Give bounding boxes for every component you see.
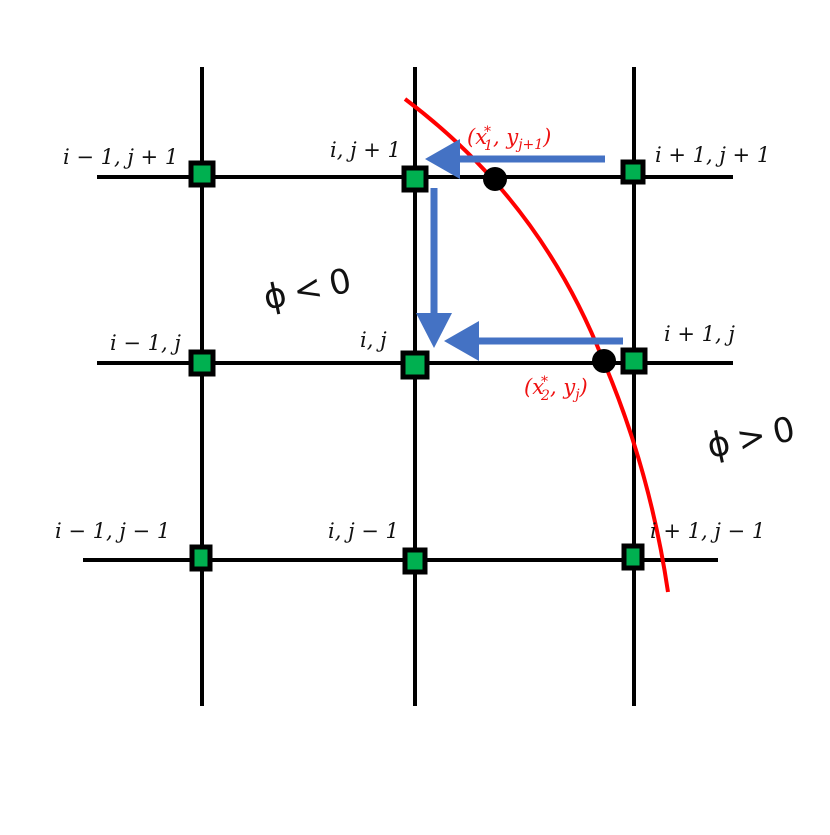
arrow-down — [416, 188, 452, 348]
label-i-minus-1-j: i − 1, j — [110, 331, 181, 355]
node-i-plus-1-j-minus-1 — [621, 543, 645, 571]
node-i-j — [400, 350, 430, 380]
node-i-j-plus-1 — [401, 165, 429, 193]
node-i-minus-1-j-plus-1 — [188, 160, 216, 188]
arrows — [416, 139, 623, 361]
intersection-point-1 — [483, 167, 507, 191]
node-i-minus-1-j-minus-1 — [189, 544, 213, 572]
label-i-j: i, j — [360, 328, 387, 352]
node-i-plus-1-j-plus-1 — [620, 159, 646, 185]
label-region-phi-negative: ϕ<0 — [260, 261, 355, 319]
grid-nodes — [188, 159, 648, 575]
label-i-minus-1-j-minus-1: i − 1, j − 1 — [55, 519, 170, 543]
label-region-phi-positive: ϕ>0 — [704, 409, 799, 467]
label-i-j-plus-1: i, j + 1 — [330, 138, 401, 162]
label-i-plus-1-j: i + 1, j — [664, 322, 735, 346]
node-i-minus-1-j — [188, 349, 216, 377]
label-i-minus-1-j-plus-1: i − 1, j + 1 — [63, 145, 178, 169]
label-i-plus-1-j-plus-1: i + 1, j + 1 — [655, 143, 770, 167]
label-intersection-point-2: (x*2, yj) — [524, 374, 588, 404]
intersection-point-2 — [592, 349, 616, 373]
arrow-middle — [444, 321, 623, 361]
label-i-j-minus-1: i, j − 1 — [328, 519, 399, 543]
arrow-top — [425, 139, 605, 179]
node-i-j-minus-1 — [402, 547, 428, 575]
label-intersection-point-1: (x*1, yj+1) — [467, 124, 551, 154]
node-i-plus-1-j — [620, 347, 648, 375]
label-i-plus-1-j-minus-1: i + 1, j − 1 — [650, 519, 765, 543]
